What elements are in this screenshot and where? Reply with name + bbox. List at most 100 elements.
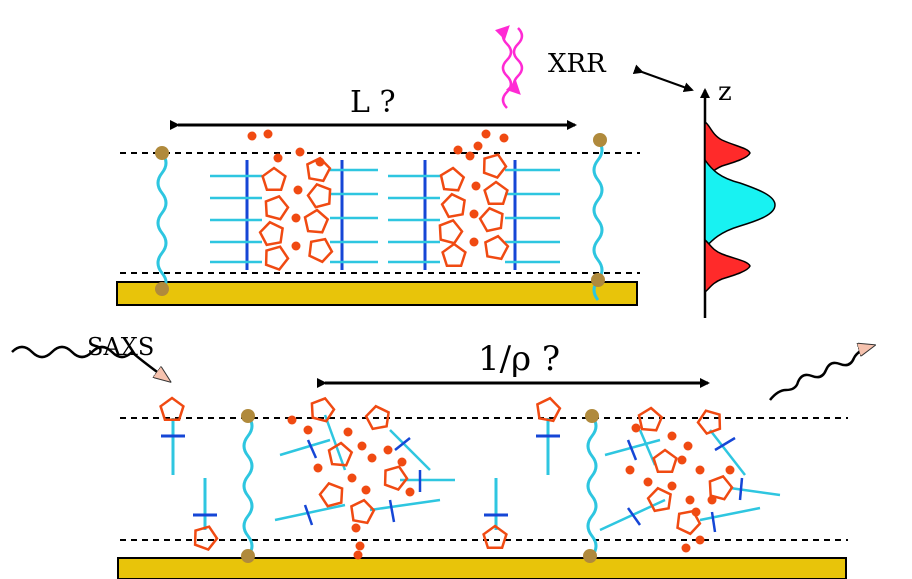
cluster-right-lipids — [599, 429, 781, 533]
pentagon-icon — [258, 220, 284, 247]
dot-icon — [499, 133, 509, 143]
free-lipid — [161, 418, 560, 530]
anchor-bead-icon — [585, 409, 599, 423]
dot-icon — [383, 445, 393, 455]
pentagon-icon — [303, 208, 330, 234]
ion-dot-group — [247, 129, 509, 251]
bottom-panel: 1/ρ ? SAXS — [11, 333, 872, 579]
dot-icon — [473, 141, 483, 151]
pentagon-icon — [159, 396, 185, 421]
pentagon-icon — [364, 404, 390, 431]
dot-icon — [273, 153, 283, 163]
anchor-bead-icon — [155, 146, 169, 160]
saxs-label: SAXS — [87, 333, 154, 361]
profile-outer-peak-bottom — [704, 238, 751, 294]
dot-icon — [287, 415, 297, 425]
pentagon-icon — [482, 153, 508, 179]
dot-icon — [695, 465, 705, 475]
dot-icon — [405, 487, 415, 497]
dot-icon — [353, 550, 363, 560]
anchor-tether-left — [156, 152, 168, 290]
pentagon-icon — [310, 396, 336, 423]
xrr-to-axis-arrow — [632, 64, 694, 92]
pentagon-icon — [536, 396, 562, 423]
xrr-label: XRR — [548, 49, 607, 79]
dot-icon — [361, 485, 371, 495]
pentagon-icon — [696, 409, 722, 435]
dot-icon — [481, 129, 491, 139]
pentagon-icon — [193, 525, 219, 551]
pentagon-icon — [676, 509, 702, 536]
pentagon-icon — [318, 481, 344, 508]
dot-icon — [465, 151, 475, 161]
pentagon-icon — [327, 441, 354, 467]
dot-icon — [471, 181, 481, 191]
pentagon-icon — [264, 245, 290, 271]
density-label: 1/ρ ? — [478, 339, 560, 379]
saxs-beam-icon — [11, 345, 168, 380]
pentagon-icon — [478, 206, 504, 233]
saxs-scatter-icon — [769, 346, 872, 401]
pentagon-icon — [306, 156, 332, 183]
pentagon-icon — [264, 194, 290, 221]
pentagon-icon — [439, 166, 466, 192]
dot-icon — [247, 131, 257, 141]
xrr-beam-icon — [494, 25, 524, 109]
dot-icon — [453, 145, 463, 155]
density-profile: z — [700, 77, 776, 318]
dot-icon — [469, 237, 479, 247]
dot-icon — [643, 477, 653, 487]
pentagon-icon — [483, 180, 509, 205]
dot-icon — [469, 209, 479, 219]
top-panel: L ? — [116, 85, 640, 306]
dot-icon — [685, 495, 695, 505]
dot-icon — [293, 185, 303, 195]
dot-icon — [291, 213, 301, 223]
dot-icon — [677, 455, 687, 465]
bilayer-unit-right — [388, 160, 560, 270]
anchor-tether-left — [242, 415, 254, 557]
dot-icon — [357, 441, 367, 451]
dot-icon — [313, 463, 323, 473]
anchor-bead-icon — [155, 282, 169, 296]
dot-icon — [397, 457, 407, 467]
pentagon-icon — [484, 234, 510, 261]
pentagon-icon — [350, 498, 376, 525]
anchor-bead-icon — [241, 409, 255, 423]
dot-icon — [683, 441, 693, 451]
bilayer-unit-left — [210, 160, 378, 270]
sugar-ring-group — [159, 396, 734, 551]
dot-icon — [351, 523, 361, 533]
dot-icon — [303, 425, 313, 435]
bottom-substrate — [117, 557, 847, 579]
dot-icon — [347, 473, 357, 483]
anchor-bead-icon — [593, 133, 607, 147]
dot-icon — [367, 453, 377, 463]
pentagon-icon — [637, 406, 664, 432]
pentagon-icon — [440, 192, 466, 219]
anchor-bead-icon — [583, 549, 597, 563]
dot-icon — [295, 147, 305, 157]
dot-icon — [667, 431, 677, 441]
dot-icon — [695, 535, 705, 545]
anchor-bead-icon — [241, 549, 255, 563]
dot-icon — [691, 507, 701, 517]
dot-icon — [681, 543, 691, 553]
dot-icon — [315, 157, 325, 167]
pentagon-icon — [383, 465, 409, 491]
pentagon-icon — [482, 524, 508, 549]
sugar-ring-group — [258, 153, 510, 271]
dot-icon — [343, 427, 353, 437]
dot-icon — [725, 465, 735, 475]
top-substrate — [116, 281, 638, 306]
dot-icon — [631, 423, 641, 433]
cluster-left-lipids — [274, 414, 455, 526]
dot-icon — [667, 481, 677, 491]
anchor-bead-icon — [591, 273, 605, 287]
dot-icon — [263, 129, 273, 139]
anchor-tether-right — [586, 415, 598, 557]
length-label: L ? — [350, 85, 396, 120]
z-axis-label: z — [718, 77, 732, 107]
dot-icon — [625, 465, 635, 475]
